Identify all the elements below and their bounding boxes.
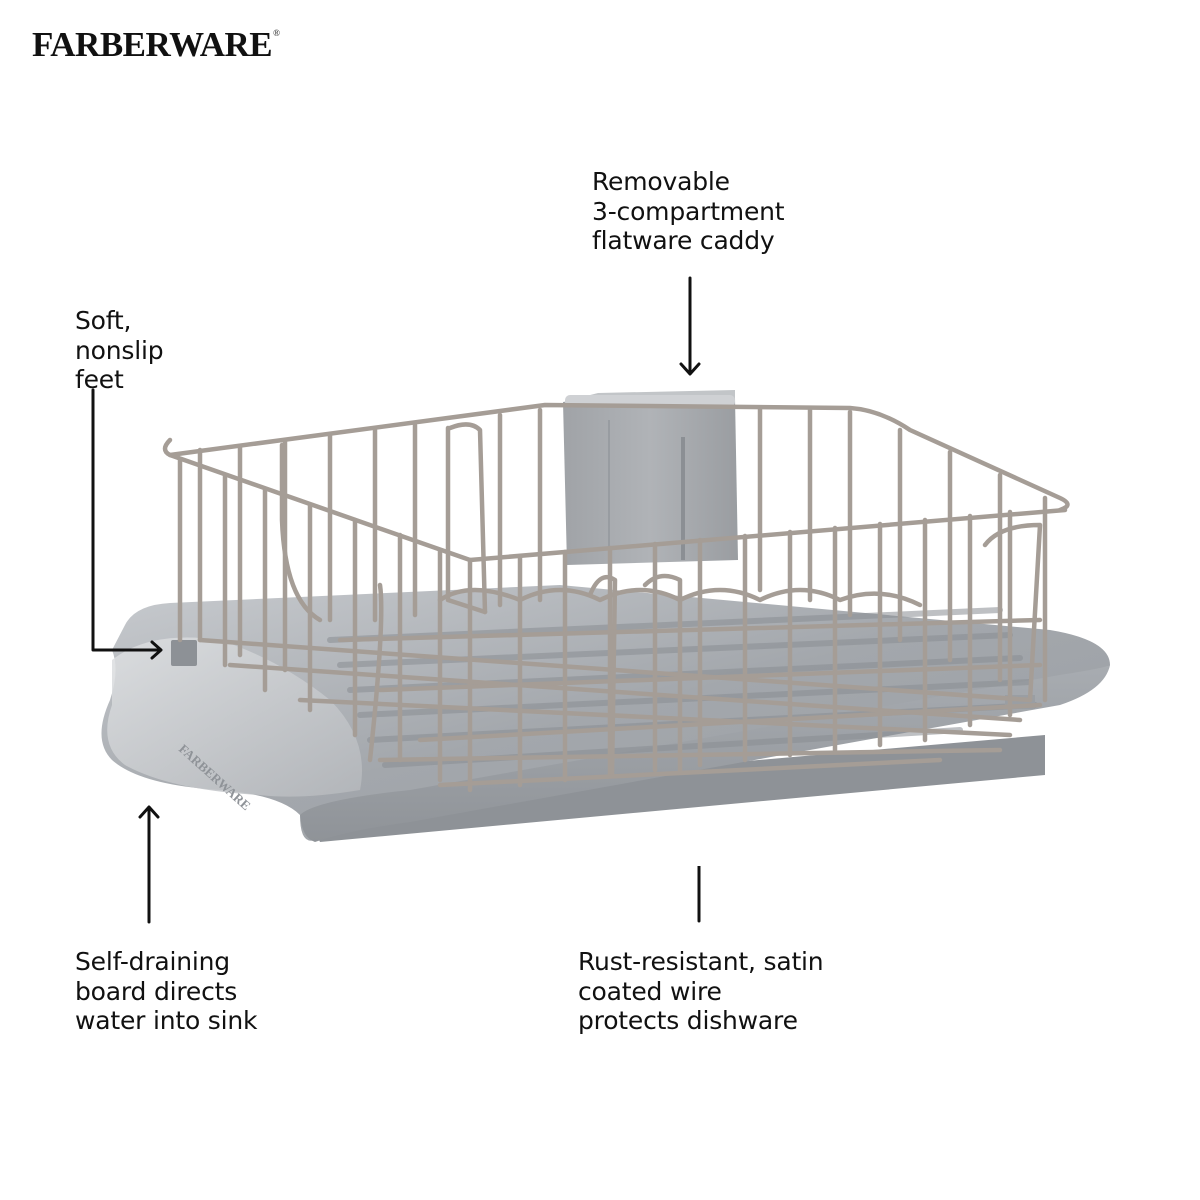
callout-line: board directs	[75, 976, 238, 1006]
callout-line: 3-compartment	[592, 196, 785, 226]
callout-line: Self-draining	[75, 947, 230, 976]
callout-line: protects dishware	[578, 1006, 798, 1035]
caddy-down-arrow-icon	[679, 276, 701, 376]
callout-line: water into sink	[75, 1006, 258, 1035]
brand-logo: FARBERWARE®	[32, 25, 280, 64]
brand-logo-text: FARBERWARE	[32, 25, 273, 64]
callout-self-draining-board: Self-draining board directs water into s…	[75, 947, 258, 1036]
callout-coated-wire: Rust-resistant, satin coated wire protec…	[578, 947, 824, 1036]
callout-nonslip-feet: Soft, nonslip feet	[75, 306, 164, 395]
callout-flatware-caddy: Removable 3-compartment flatware caddy	[592, 167, 785, 256]
callout-line: Removable	[592, 167, 730, 196]
drain-up-arrow-icon	[138, 805, 160, 924]
flatware-caddy	[563, 390, 738, 565]
callout-line: coated wire	[578, 976, 722, 1006]
nonslip-foot	[171, 640, 197, 666]
trademark-symbol: ®	[273, 28, 280, 38]
callout-line: feet	[75, 365, 124, 394]
feet-elbow-arrow-icon	[91, 388, 163, 660]
callout-line: nonslip	[75, 335, 164, 365]
callout-line: Soft,	[75, 306, 132, 335]
callout-line: flatware caddy	[592, 226, 775, 255]
wire-basket	[162, 402, 1070, 793]
callout-line: Rust-resistant, satin	[578, 947, 824, 976]
